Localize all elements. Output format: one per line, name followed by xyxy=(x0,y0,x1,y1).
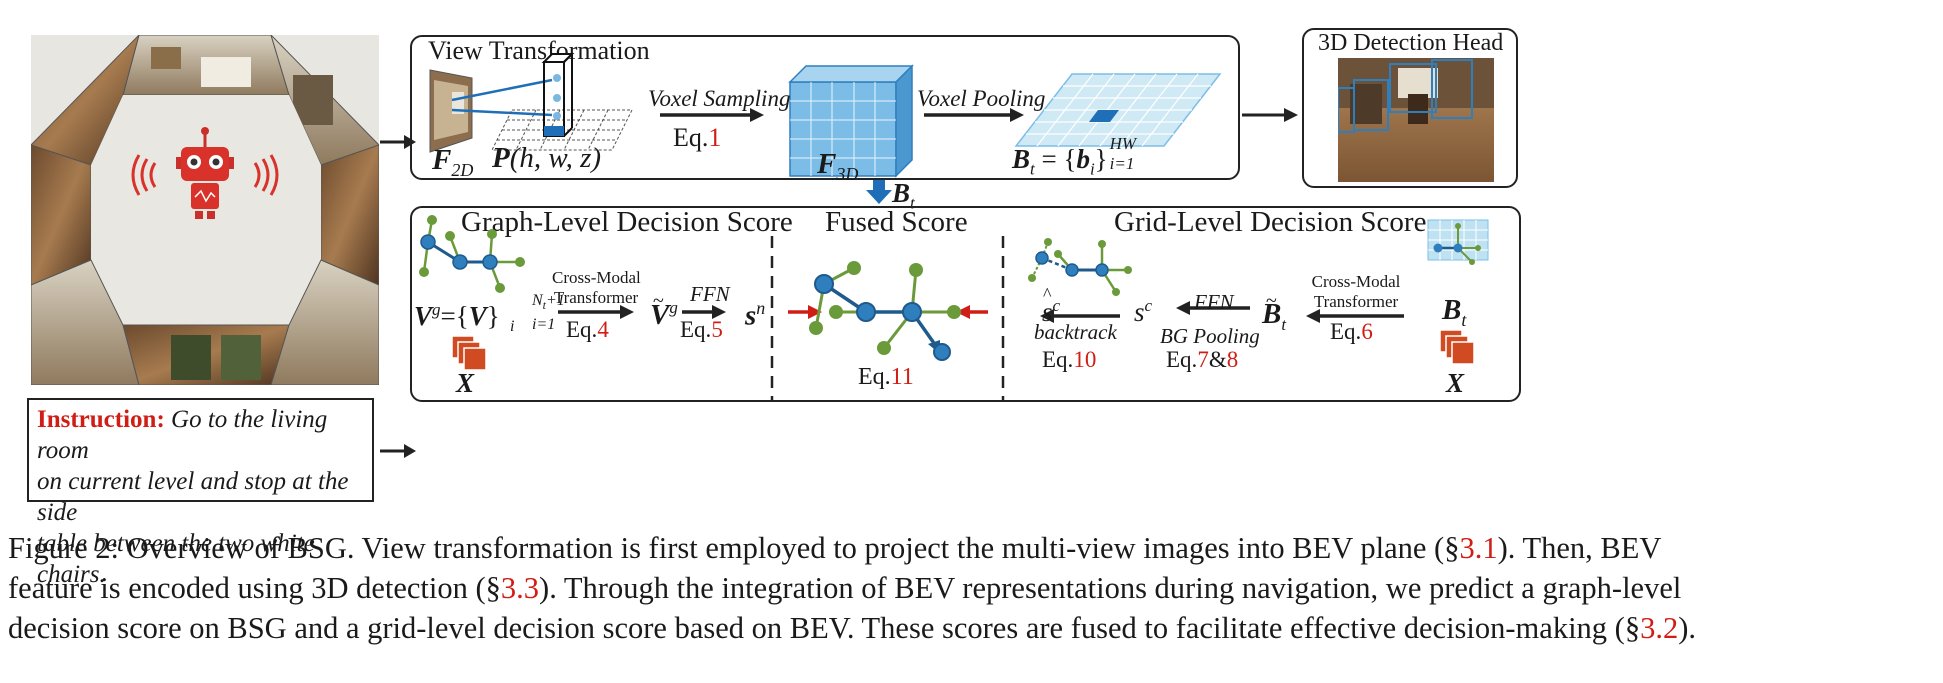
caption-line-3: decision score on BSG and a grid-level d… xyxy=(8,611,1696,645)
eq4-label: Eq.4 xyxy=(566,317,609,342)
caption-ref-3-1[interactable]: 3.1 xyxy=(1459,531,1498,565)
caption-ref-3-3[interactable]: 3.3 xyxy=(500,571,540,605)
view-transformation-panel xyxy=(410,35,1240,180)
grid-graph xyxy=(1028,238,1132,296)
figure-caption: Figure 2: Overview of BSG. View transfor… xyxy=(8,528,1933,648)
graph-ffn-label: FFN xyxy=(690,282,730,306)
vi-subscript: i xyxy=(510,318,515,335)
graph-x-label: X xyxy=(456,368,475,398)
eq78-label: Eq.7&8 xyxy=(1166,347,1239,372)
detection-head-title: 3D Detection Head xyxy=(1318,30,1504,56)
instruction-label: Instruction: xyxy=(37,406,165,433)
bg-pooling-label: BG Pooling xyxy=(1160,324,1260,348)
detection-scene-image xyxy=(1338,58,1494,182)
instruction-line-2: on current level and stop at the side xyxy=(37,468,349,526)
vg-formula: Vg={V} xyxy=(414,300,500,331)
decision-graphics xyxy=(419,215,1489,400)
robot-icon xyxy=(131,127,279,219)
view-transformation-graphics xyxy=(429,53,1222,178)
grid-x-label: X xyxy=(1446,368,1465,398)
eq6-label: Eq.6 xyxy=(1330,319,1373,344)
voxel-cube-3d xyxy=(788,64,914,178)
multi-view-panorama xyxy=(30,33,380,386)
bev-plane xyxy=(1014,73,1222,147)
fused-graph xyxy=(809,261,961,361)
detection-head-panel xyxy=(1302,28,1518,188)
graph-level-title: Graph-Level Decision Score xyxy=(461,206,793,238)
vi-range-subscript: i=1 xyxy=(532,316,556,333)
vtilde-label: Vg ~ xyxy=(650,290,678,331)
grid-crossmodal-label: Cross-Modal Transformer xyxy=(1311,272,1401,311)
btilde-label: Bt ~ xyxy=(1262,290,1287,334)
decision-panel xyxy=(410,206,1521,402)
caption-ref-3-2[interactable]: 3.2 xyxy=(1640,611,1679,645)
bt-down-label: Bt xyxy=(892,178,915,213)
instruction-line-3: table between the two white chairs. xyxy=(37,530,315,588)
to-detection-arrow xyxy=(1242,108,1298,122)
topological-graph xyxy=(419,215,525,293)
voxel-pillar xyxy=(541,53,575,137)
vi-superscript: Nt+1 xyxy=(532,292,565,313)
graph-crossmodal-label: Cross-Modal Transformer xyxy=(552,268,641,307)
grid-instruction-feature-stack xyxy=(1439,329,1475,365)
caption-line-2: feature is encoded using 3D detection (§… xyxy=(8,571,1682,605)
backtrack-label: backtrack xyxy=(1034,320,1117,344)
eq10-label: Eq.10 xyxy=(1042,347,1097,372)
voxel-pooling-label: Voxel Pooling xyxy=(917,86,1046,111)
shat-label: sc ^ xyxy=(1042,284,1061,327)
grid-level-title: Grid-Level Decision Score xyxy=(1114,206,1427,238)
sc-label: sc xyxy=(1134,296,1153,327)
f3d-label: F3D xyxy=(817,148,859,184)
fused-score-title: Fused Score xyxy=(825,206,968,238)
eq1-label: Eq.1 xyxy=(673,123,722,152)
view-transformation-title: View Transformation xyxy=(428,36,650,65)
sn-label: sn xyxy=(745,298,766,332)
eq11-label: Eq.11 xyxy=(858,364,914,390)
bt-down-arrow xyxy=(866,180,892,204)
eq5-label: Eq.5 xyxy=(680,317,723,342)
f2d-label: F2D xyxy=(432,144,474,180)
grid-ffn-label: FFN xyxy=(1194,290,1234,314)
instruction-line-1: Go to the living room xyxy=(37,406,328,464)
voxel-sampling-label: Voxel Sampling xyxy=(648,86,791,111)
bev-grid-icon xyxy=(1427,219,1489,265)
grid-bt-label: Bt xyxy=(1442,294,1467,330)
instruction-feature-stack xyxy=(451,335,487,371)
p-label: P(h, w, z) xyxy=(492,142,602,174)
caption-line-1: Figure 2: Overview of BSG. View transfor… xyxy=(8,531,1662,565)
instruction-box: Instruction: Go to the living room on cu… xyxy=(27,398,374,588)
feature-2d-image xyxy=(429,69,473,153)
